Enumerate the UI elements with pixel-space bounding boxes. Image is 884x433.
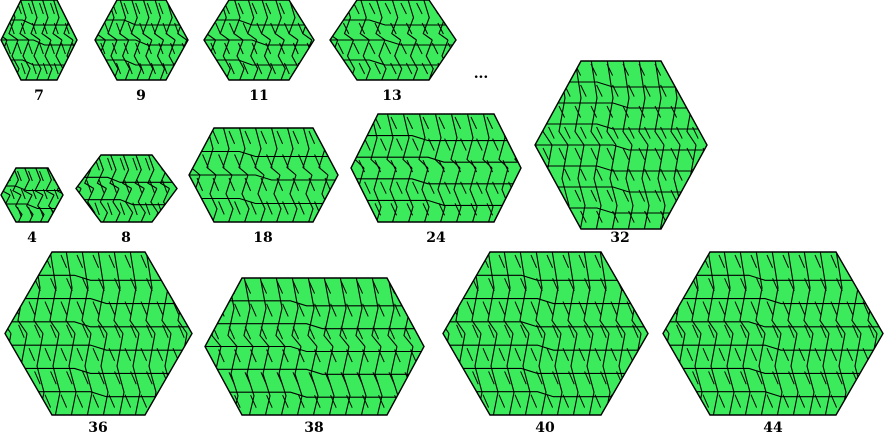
label-38: 38 bbox=[304, 420, 323, 433]
ellipsis: ... bbox=[474, 66, 489, 82]
hexagon-outline bbox=[350, 113, 522, 223]
label-32: 32 bbox=[610, 230, 629, 246]
hexagon-fill bbox=[443, 252, 648, 415]
hexagon-outline bbox=[534, 60, 708, 230]
label-36: 36 bbox=[88, 420, 107, 433]
hexagon-outline bbox=[94, 0, 189, 81]
hexagon-outline bbox=[662, 251, 884, 416]
hexagon-outline bbox=[442, 251, 649, 416]
hexagon-outline bbox=[0, 0, 78, 81]
hexagon-fill bbox=[5, 252, 192, 415]
label-7: 7 bbox=[34, 88, 44, 104]
tiling-40 bbox=[442, 251, 649, 416]
hexagon-fill bbox=[205, 278, 424, 415]
label-4: 4 bbox=[27, 230, 37, 246]
label-11: 11 bbox=[249, 88, 268, 104]
hexagon-tilings bbox=[0, 0, 884, 416]
hexagon-outline bbox=[4, 251, 193, 416]
hexagon-outline bbox=[0, 167, 64, 223]
hexagon-outline bbox=[329, 0, 457, 81]
label-40: 40 bbox=[535, 420, 555, 433]
tiling-18 bbox=[188, 127, 339, 223]
tiling-38 bbox=[204, 277, 425, 416]
hexagon-outline bbox=[204, 277, 425, 416]
hexagon-outline bbox=[75, 154, 178, 223]
label-18: 18 bbox=[253, 230, 272, 246]
hexagon-fill bbox=[663, 252, 883, 415]
label-13: 13 bbox=[382, 88, 401, 104]
tiling-4 bbox=[0, 167, 64, 223]
tile-pattern bbox=[443, 252, 648, 415]
hexagon-fill bbox=[76, 155, 177, 222]
label-44: 44 bbox=[763, 420, 783, 433]
tiling-7 bbox=[0, 0, 78, 81]
label-24: 24 bbox=[426, 230, 446, 246]
label-9: 9 bbox=[136, 88, 146, 104]
tiling-44 bbox=[662, 251, 884, 416]
hexagon-outline bbox=[188, 127, 339, 223]
label-8: 8 bbox=[121, 230, 131, 246]
tiling-labels: 7 9 11 13 4 8 18 24 32 36 38 40 44 bbox=[27, 88, 783, 433]
hexagon-outline bbox=[203, 0, 315, 81]
tiling-9 bbox=[94, 0, 189, 81]
